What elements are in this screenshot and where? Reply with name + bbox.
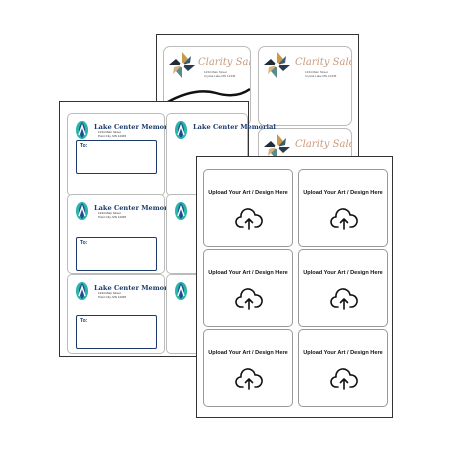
salon-address: 1234 Main Street Crystal Lake MN 12345 [204, 70, 236, 78]
decorative-swoosh [165, 88, 250, 105]
hospital-name: Lake Center Memorial [193, 123, 276, 131]
hospital-name: Lake Center Memorial [94, 284, 177, 292]
upload-label-text: Upload Your Art / Design Here [208, 350, 288, 356]
hospital-address: 1234 Main Street Point City, MN 12345 [98, 211, 127, 219]
hospital-name: Lake Center Memorial [94, 204, 177, 212]
pinwheel-logo-icon [264, 134, 290, 160]
hospital-label: Lake Center Memorial 1234 Main Street Po… [67, 194, 177, 274]
pinwheel-logo-icon [264, 52, 290, 78]
upload-label[interactable]: Upload Your Art / Design Here [298, 169, 388, 247]
hospital-logo-icon [76, 282, 88, 300]
cloud-upload-icon [330, 208, 358, 230]
to-label: To: [80, 318, 88, 324]
hospital-logo-icon [175, 282, 187, 300]
upload-label[interactable]: Upload Your Art / Design Here [203, 169, 293, 247]
cloud-upload-icon [330, 368, 358, 390]
upload-label[interactable]: Upload Your Art / Design Here [203, 329, 293, 407]
salon-name: Clarity Salon + Spa [198, 57, 250, 68]
upload-label-text: Upload Your Art / Design Here [208, 190, 288, 196]
to-field: To: [76, 237, 157, 271]
cloud-upload-icon [235, 208, 263, 230]
to-field: To: [76, 315, 157, 349]
pinwheel-logo-icon [169, 52, 195, 78]
salon-label: Clarity Salon + Spa 1234 Main Street Cry… [258, 46, 352, 126]
upload-label-text: Upload Your Art / Design Here [303, 350, 383, 356]
hospital-logo-icon [76, 121, 88, 139]
cloud-upload-icon [235, 368, 263, 390]
salon-address: 1234 Main Street Crystal Lake MN 12345 [305, 70, 337, 78]
cloud-upload-icon [330, 288, 358, 310]
upload-label[interactable]: Upload Your Art / Design Here [203, 249, 293, 327]
to-label: To: [80, 240, 88, 246]
hospital-name: Lake Center Memorial [94, 123, 177, 131]
salon-name: Clarity Salon + Spa [295, 139, 351, 150]
hospital-logo-icon [76, 202, 88, 220]
hospital-logo-icon [175, 202, 187, 220]
cloud-upload-icon [235, 288, 263, 310]
to-field: To: [76, 140, 157, 174]
upload-label[interactable]: Upload Your Art / Design Here [298, 249, 388, 327]
hospital-label: Lake Center Memorial 1234 Main Street Po… [67, 274, 177, 354]
hospital-address: 1234 Main Street Point City, MN 12345 [98, 130, 127, 138]
upload-label-text: Upload Your Art / Design Here [303, 270, 383, 276]
to-label: To: [80, 143, 88, 149]
hospital-address: 1234 Main Street Point City, MN 12345 [98, 291, 127, 299]
hospital-label: Lake Center Memorial 1234 Main Street Po… [67, 113, 177, 196]
upload-label-sheet: Upload Your Art / Design Here Upload You… [196, 156, 393, 418]
salon-name: Clarity Salon + Spa [295, 57, 351, 68]
upload-label-text: Upload Your Art / Design Here [208, 270, 288, 276]
hospital-logo-icon [175, 121, 187, 139]
upload-label[interactable]: Upload Your Art / Design Here [298, 329, 388, 407]
upload-label-text: Upload Your Art / Design Here [303, 190, 383, 196]
